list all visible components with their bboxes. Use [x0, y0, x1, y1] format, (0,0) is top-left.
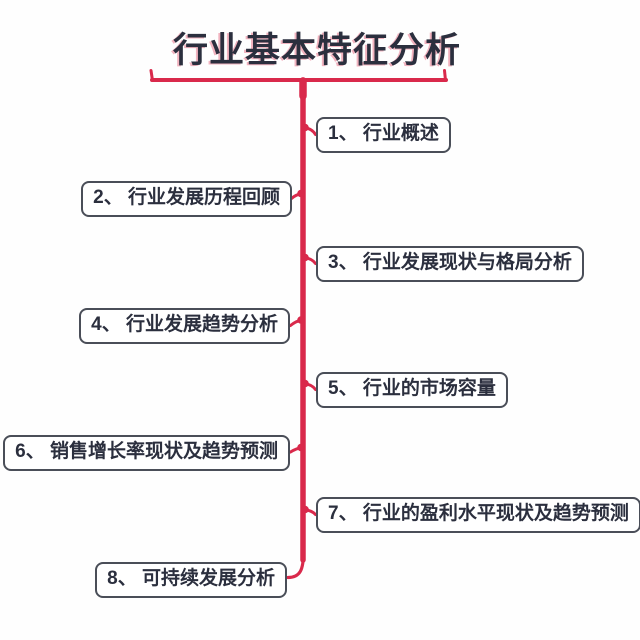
- node-box-5: 5、 行业的市场容量: [316, 372, 508, 408]
- hook-node-5: [302, 382, 317, 391]
- junction-dot-5: [301, 379, 309, 388]
- junction-dot-6: [297, 443, 305, 452]
- node-box-4: 4、 行业发展趋势分析: [79, 308, 290, 344]
- node-box-3: 3、 行业发展现状与格局分析: [316, 246, 584, 282]
- node-box-1: 1、 行业概述: [316, 117, 451, 153]
- junction-dot-4: [297, 316, 305, 324]
- hook-node-4: [289, 318, 304, 327]
- hook-node-8: [286, 550, 306, 580]
- node-box-2: 2、 行业发展历程回顾: [81, 181, 292, 217]
- node-box-8: 8、 可持续发展分析: [95, 562, 287, 598]
- hook-node-1: [302, 126, 317, 136]
- hook-node-7: [302, 508, 317, 516]
- hook-node-6: [289, 446, 304, 454]
- hook-node-3: [302, 256, 317, 265]
- junction-dot-7: [301, 505, 309, 514]
- hook-node-2: [290, 192, 304, 200]
- page-title: 行业基本特征分析: [172, 31, 461, 70]
- node-box-7: 7、 行业的盈利水平现状及趋势预测: [316, 497, 640, 533]
- junction-dot-3: [301, 253, 309, 262]
- node-box-6: 6、 销售增长率现状及趋势预测: [3, 435, 290, 471]
- junction-dot-1: [301, 123, 309, 132]
- junction-dot-2: [297, 189, 305, 198]
